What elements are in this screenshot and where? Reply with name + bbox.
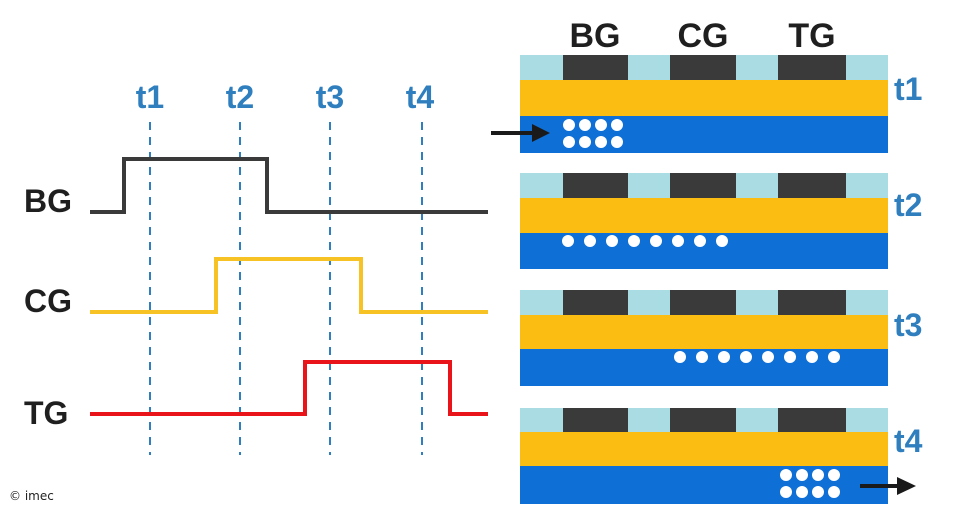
- gate-block-tg: [778, 408, 846, 432]
- time-label-t1: t1: [136, 79, 164, 115]
- signal-label-tg: TG: [24, 395, 68, 431]
- gate-block-bg: [563, 55, 628, 80]
- electron-packet: [780, 469, 840, 498]
- panel-t1: [520, 55, 888, 153]
- signal-label-bg: BG: [24, 183, 72, 219]
- arrow-in-head-icon: [532, 124, 550, 142]
- time-label-t4: t4: [406, 79, 435, 115]
- insulator-layer: [520, 80, 888, 116]
- arrow-out-head-icon: [897, 477, 916, 495]
- gate-block-tg: [778, 55, 846, 80]
- insulator-layer: [520, 198, 888, 233]
- waveform-cg: [90, 257, 488, 314]
- time-markers: [149, 122, 423, 455]
- time-labels: t1 t2 t3 t4: [136, 79, 435, 115]
- channel-layer: [520, 116, 888, 153]
- insulator-layer: [520, 432, 888, 466]
- waveforms: [90, 157, 488, 416]
- electron-packet: [563, 119, 623, 148]
- gate-block-cg: [670, 408, 736, 432]
- arrow-in: [491, 124, 550, 142]
- copyright-text: © imec: [9, 489, 54, 503]
- gate-block-cg: [670, 55, 736, 80]
- gate-block-cg: [670, 290, 736, 315]
- waveform-tg: [90, 360, 488, 416]
- insulator-layer: [520, 315, 888, 349]
- gate-block-bg: [563, 408, 628, 432]
- panel-t4: [520, 408, 888, 504]
- arrow-out: [860, 477, 916, 495]
- panel-label-t1: t1: [894, 71, 922, 107]
- panel-label-t2: t2: [894, 187, 922, 223]
- gate-block-bg: [563, 290, 628, 315]
- gate-headers: BG CG TG: [570, 17, 836, 55]
- time-label-t3: t3: [316, 79, 344, 115]
- gate-block-tg: [778, 290, 846, 315]
- panel-t3: [520, 290, 888, 386]
- gate-block-bg: [563, 173, 628, 198]
- time-label-t2: t2: [226, 79, 254, 115]
- gate-block-tg: [778, 173, 846, 198]
- signal-label-cg: CG: [24, 283, 72, 319]
- gate-header-bg: BG: [570, 17, 621, 55]
- electron-packet: [674, 351, 840, 363]
- panel-t2: [520, 173, 888, 269]
- gate-header-cg: CG: [678, 17, 729, 55]
- waveform-bg: [90, 157, 488, 214]
- electron-packet: [562, 235, 728, 247]
- panel-time-labels: t1 t2 t3 t4: [894, 71, 923, 459]
- panel-label-t3: t3: [894, 307, 922, 343]
- channel-layer: [520, 466, 888, 504]
- signal-labels: BG CG TG: [24, 183, 72, 431]
- panel-label-t4: t4: [894, 423, 923, 459]
- gate-block-cg: [670, 173, 736, 198]
- gate-header-tg: TG: [788, 17, 835, 55]
